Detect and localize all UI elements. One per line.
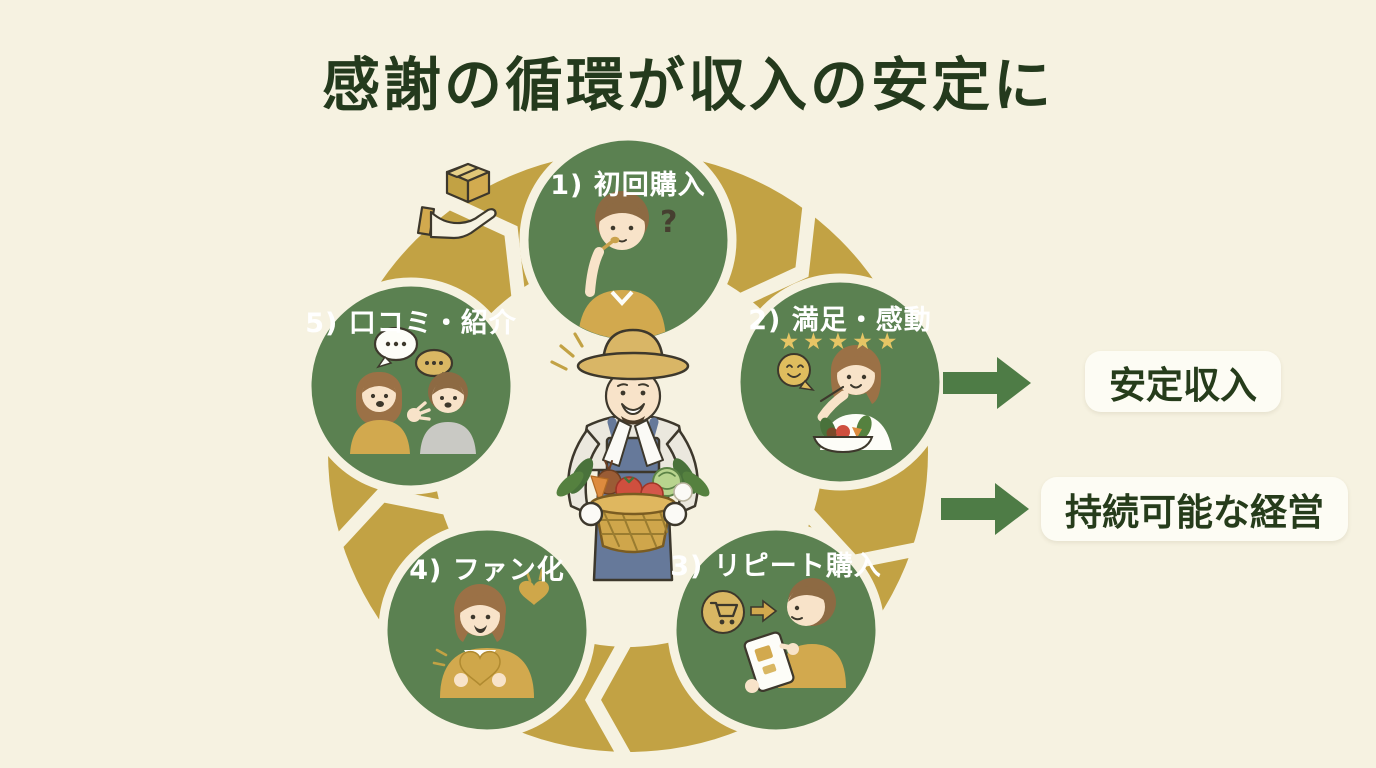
flow-chevron-icon [443,194,526,303]
page-title: 感謝の循環が収入の安定に [321,51,1054,119]
outcome-stable-income-label: 安定収入 [1109,363,1257,407]
farmer-with-vegetable-basket-illustration [550,328,710,582]
heart-icon [459,650,501,687]
outcome-sustainable-management-label: 持続可能な経営 [1065,491,1324,534]
heart-icon [519,580,549,605]
step-5-label: 5) 口コミ・紹介 [305,308,517,339]
outcome-stable-income: 安定収入 [1085,351,1281,412]
repeat-purchase-tablet-illustration [701,578,846,693]
right-arrow-icon [943,357,1031,409]
question-mark-icon: ? [660,205,677,240]
flow-chevron-icon [734,200,817,309]
cart-icon [701,590,745,634]
step-1-label: 1) 初回購入 [550,170,706,201]
small-arrow-icon [750,599,778,623]
outcome-sustainable-management: 持続可能な経営 [1041,477,1348,541]
fan-with-heart-illustration [432,568,549,698]
word-of-mouth-illustration [350,326,476,454]
hand-offering-box-icon [416,162,497,240]
star-rating: ★★★★★ [778,329,902,355]
right-arrow-icon [941,483,1029,535]
flow-chevron-icon [584,633,635,766]
step-3-label: 3) リピート購入 [670,551,882,582]
step-4-label: 4) ファン化 [409,555,565,586]
satisfaction-eating-illustration [777,345,892,454]
flow-chevron-icon [327,487,454,553]
step-2-label: 2) 満足・感動 [748,305,932,336]
